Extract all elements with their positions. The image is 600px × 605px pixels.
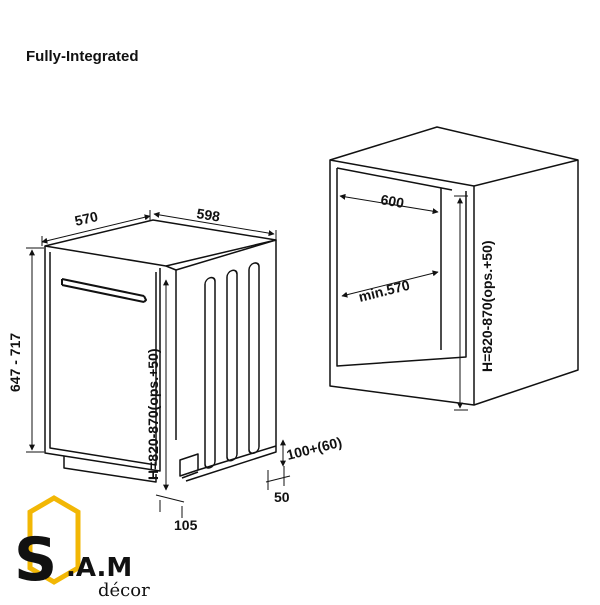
niche-drawing (329, 126, 579, 406)
dim-toe-kick-105: 105 (174, 517, 198, 533)
dishwasher-handle (61, 278, 147, 303)
niche-height: H=820-870(ops.+50) (479, 240, 495, 372)
side-ribs (204, 262, 260, 469)
sam-decor-logo: S .A.M décor (14, 495, 150, 601)
svg-text:.A.M: .A.M (66, 553, 132, 583)
niche-opening (336, 168, 467, 367)
dim-plinth-100: 100+(60) (285, 434, 344, 463)
niche-depth-min570: min.570 (357, 277, 412, 305)
niche-outer (329, 126, 579, 406)
niche-width-600: 600 (379, 191, 405, 211)
dishwasher-front-panel (44, 246, 161, 472)
diagram-title: Fully-Integrated (26, 48, 139, 65)
logo-hexagon (27, 495, 81, 585)
svg-text:S: S (14, 525, 57, 595)
dim-height-front: H=820-870(ops.+50) (145, 348, 161, 480)
dim-height-647-717: 647 - 717 (7, 333, 23, 392)
dishwasher-plinth (63, 456, 157, 483)
dishwasher-drawing (44, 219, 277, 483)
dim-depth-570: 570 (73, 208, 100, 229)
dishwasher-dimensions (26, 210, 291, 518)
dim-plinth-depth-50: 50 (274, 489, 290, 505)
niche-dimensions (339, 193, 468, 411)
dim-width-598: 598 (196, 205, 222, 224)
svg-text:décor: décor (98, 580, 150, 600)
